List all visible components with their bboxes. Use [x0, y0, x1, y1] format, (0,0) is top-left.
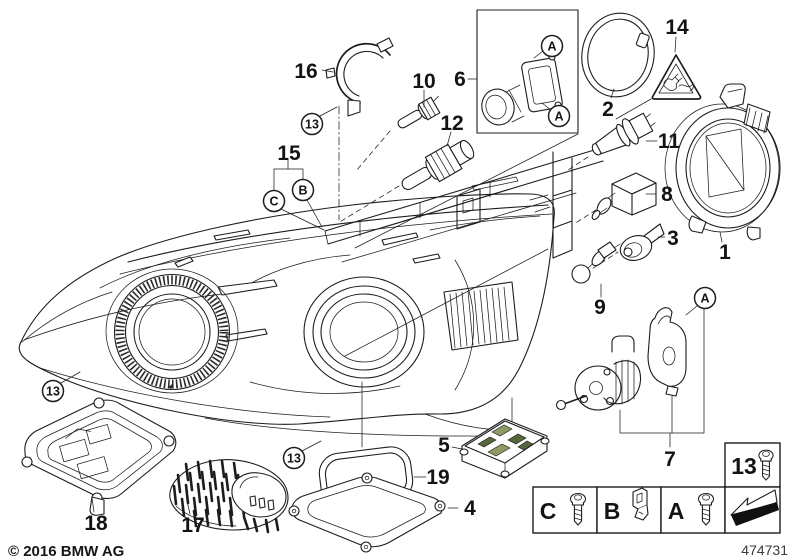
part-3-bulb-socket-drawing — [613, 223, 666, 261]
svg-text:13: 13 — [287, 452, 301, 466]
legend-c-label: C — [540, 498, 557, 524]
part-11-bulb-drawing — [591, 112, 656, 156]
letter-b-callout: B — [298, 184, 307, 198]
legend: C B A 13 — [532, 442, 781, 534]
part-8-callout[interactable]: 8 — [661, 183, 673, 206]
part-1-trim-ring-drawing — [664, 83, 781, 243]
part-4-cover-plate-drawing — [288, 472, 459, 553]
letter-a-callout-circle-right[interactable]: A — [693, 286, 717, 310]
retainer-clip-icon — [632, 487, 649, 521]
part-18-callout[interactable]: 18 — [84, 512, 108, 535]
svg-text:A: A — [700, 292, 709, 306]
part-15-callout[interactable]: 15 — [277, 142, 301, 165]
letter-c-callout-circle[interactable]: C — [262, 189, 286, 213]
part-12-bulb-holder-drawing — [401, 139, 475, 191]
legend-a-label: A — [668, 498, 685, 524]
part-17-callout[interactable]: 17 — [181, 514, 204, 537]
install-direction-arrow-icon — [730, 489, 779, 526]
part-17-led-module-drawing — [169, 459, 289, 534]
part-14-warning-label-drawing — [615, 36, 702, 120]
part-7-callout[interactable]: 7 — [664, 448, 676, 471]
part-18-control-housing-drawing — [21, 397, 177, 516]
letter-a-callout-circle-top[interactable]: A — [540, 34, 564, 58]
mounting-frame-drawing — [324, 147, 604, 263]
part-10-callout[interactable]: 10 — [412, 70, 435, 93]
part-13-callout-circle-middle[interactable]: 13 — [282, 446, 306, 470]
part-10-bulb-drawing — [397, 95, 441, 129]
part-9-callout[interactable]: 9 — [594, 296, 606, 319]
part-14-callout[interactable]: 14 — [665, 16, 689, 39]
part-9-bulb-drawing — [571, 241, 617, 298]
part-3-callout[interactable]: 3 — [667, 227, 679, 250]
part-12-leader — [446, 131, 452, 147]
left-projector-drawing — [105, 268, 239, 394]
part-15-clip-set-callout — [273, 158, 325, 231]
part-1-callout[interactable]: 1 — [719, 241, 731, 264]
part-19-callout[interactable]: 19 — [426, 466, 449, 489]
copyright-text: © 2016 BMW AG — [8, 543, 124, 560]
part-16-callout[interactable]: 16 — [294, 60, 317, 83]
part-4-callout[interactable]: 4 — [464, 497, 476, 520]
part-7-adjuster-drawing — [555, 305, 705, 448]
svg-text:A: A — [547, 40, 556, 54]
part-2-retaining-ring-drawing — [581, 12, 655, 99]
legend-screw-13-label: 13 — [731, 453, 757, 479]
part-5-control-unit-drawing — [451, 418, 550, 479]
part-11-callout[interactable]: 11 — [658, 130, 681, 153]
letter-c-callout: C — [269, 195, 278, 209]
part-12-callout[interactable]: 12 — [440, 112, 463, 135]
part-13-callout-circle-top[interactable]: 13 — [300, 112, 324, 136]
letter-b-callout-circle[interactable]: B — [291, 178, 315, 202]
legend-screw-13-cell — [724, 442, 781, 488]
letter-a-callout-circle-bottom[interactable]: A — [547, 104, 571, 128]
svg-text:13: 13 — [305, 118, 319, 132]
part-13-mid-leader — [301, 440, 322, 452]
legend-fastener-a-cell — [660, 486, 726, 534]
part-6-callout[interactable]: 6 — [454, 68, 466, 91]
leader-lines — [337, 105, 619, 448]
plug-cable-icon — [663, 73, 695, 92]
part-13-callout-circle-left[interactable]: 13 — [41, 379, 65, 403]
right-projector-drawing — [303, 276, 425, 388]
part-8-bulb-adapter-drawing — [591, 172, 657, 220]
part-2-callout[interactable]: 2 — [602, 98, 614, 121]
svg-text:13: 13 — [46, 385, 60, 399]
legend-fastener-b-cell — [596, 486, 662, 534]
legend-b-label: B — [604, 498, 621, 524]
legend-fastener-c-cell — [532, 486, 598, 534]
part-16-retaining-clip-drawing — [321, 37, 394, 117]
part-13-left-leader — [60, 371, 81, 384]
part-13-top-leader — [319, 106, 338, 117]
headlight-housing-drawing — [18, 193, 555, 437]
sheet-number: 474731 — [741, 542, 788, 558]
svg-text:A: A — [554, 110, 563, 124]
part-5-callout[interactable]: 5 — [438, 434, 450, 457]
